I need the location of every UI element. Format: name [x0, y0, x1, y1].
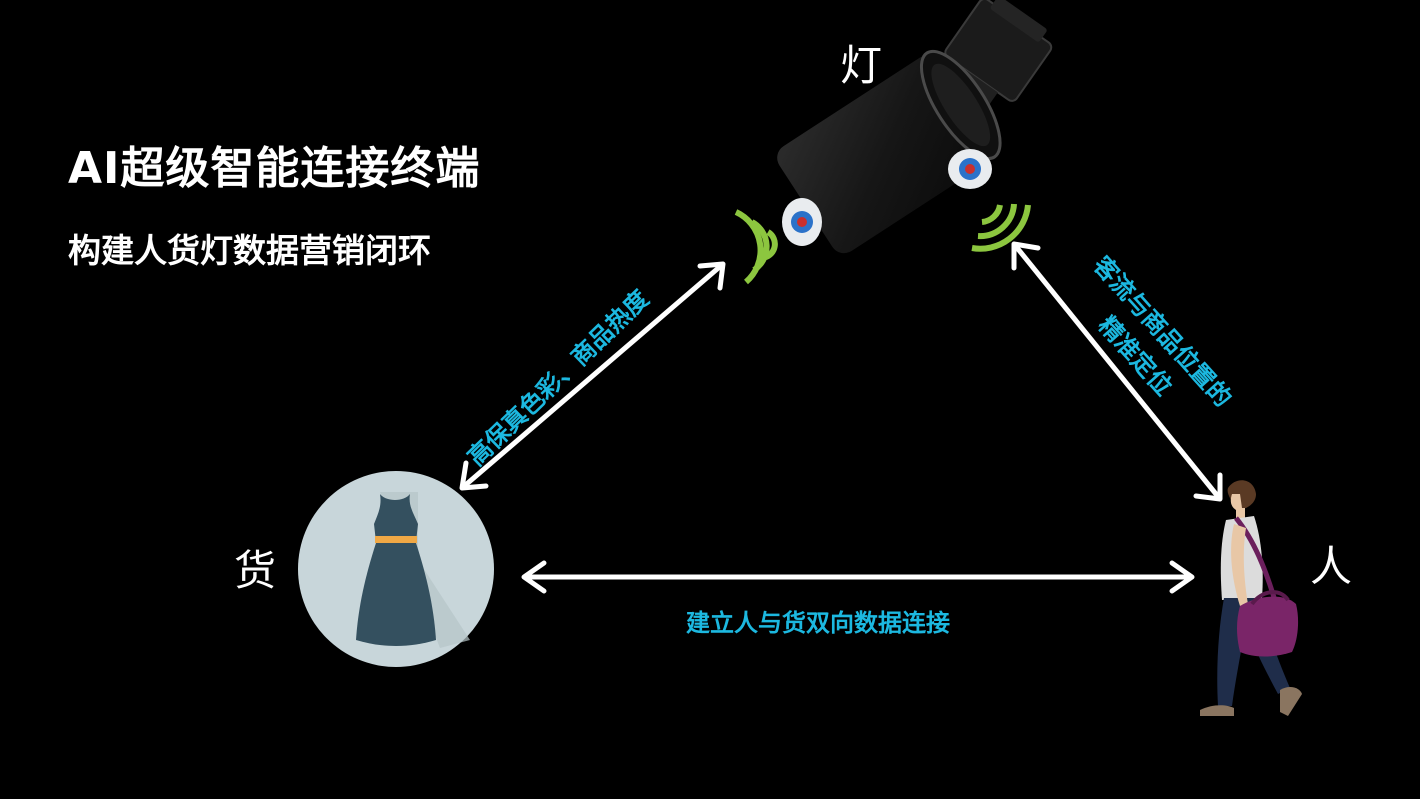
subtitle: 构建人货灯数据营销闭环	[68, 231, 431, 270]
arrow-goods-person	[521, 560, 1195, 594]
main-title: AI超级智能连接终端	[68, 143, 481, 194]
dress-icon	[298, 471, 494, 667]
arrow-light-goods	[459, 261, 726, 491]
node-label-person: 人	[1310, 542, 1353, 591]
track-light-icon	[777, 0, 1053, 254]
node-label-goods: 货	[234, 546, 277, 595]
walking-person-icon	[1200, 480, 1302, 716]
signal-waves-right-icon	[971, 203, 1031, 252]
signal-waves-left-icon	[734, 209, 778, 285]
arrow-light-person	[1011, 241, 1223, 502]
edge-label-goods-person: 建立人与货双向数据连接	[686, 609, 950, 637]
node-label-light: 灯	[840, 41, 883, 90]
